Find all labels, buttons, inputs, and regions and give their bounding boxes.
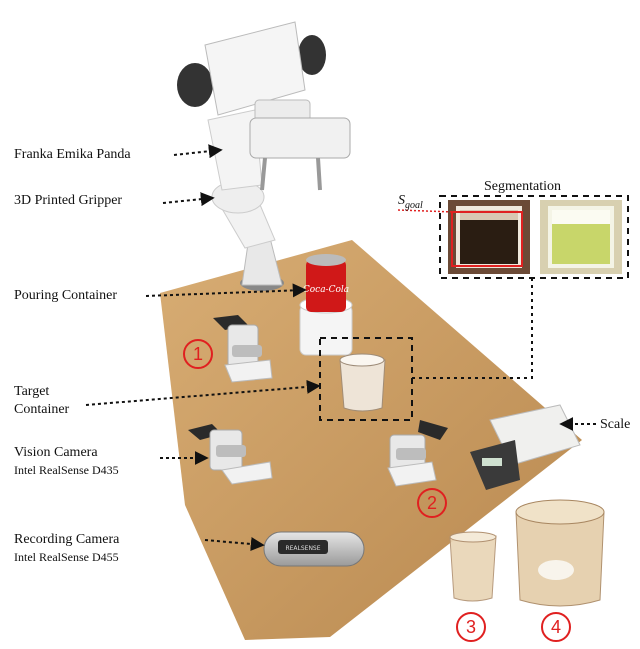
label-recording-camera-model: Intel RealSense D455 bbox=[14, 550, 119, 564]
pouring-container: Coca-Cola bbox=[299, 254, 353, 356]
marker-1: 1 bbox=[183, 339, 213, 369]
gripper-arrow bbox=[162, 192, 215, 207]
segmentation-box bbox=[439, 195, 629, 279]
target-container bbox=[339, 353, 386, 412]
marker-2: 2 bbox=[417, 488, 447, 518]
segmentation-image-beer bbox=[540, 200, 622, 274]
label-segmentation: Segmentation bbox=[484, 179, 561, 194]
label-recording-camera: Recording Camera bbox=[14, 532, 120, 547]
tripod-camera-2 bbox=[387, 420, 448, 487]
target-arrow bbox=[85, 379, 321, 406]
recording-camera-device: REALSENSE bbox=[263, 531, 365, 567]
robot-arrow bbox=[173, 144, 223, 159]
svg-text:Coca-Cola: Coca-Cola bbox=[303, 285, 349, 295]
robot-arm bbox=[177, 21, 351, 291]
label-vision-camera: Vision Camera bbox=[14, 445, 98, 460]
label-s-goal: Sgoal bbox=[398, 193, 423, 213]
svg-text:REALSENSE: REALSENSE bbox=[285, 545, 320, 552]
marker-4: 4 bbox=[541, 612, 571, 642]
pouring-arrow bbox=[145, 283, 307, 298]
marker-3: 3 bbox=[456, 612, 486, 642]
table-surface bbox=[160, 240, 582, 640]
label-pouring-container: Pouring Container bbox=[14, 288, 118, 303]
label-vision-camera-model: Intel RealSense D435 bbox=[14, 463, 119, 477]
s-goal-subscript: goal bbox=[405, 199, 423, 211]
s-goal-main: S bbox=[398, 193, 405, 208]
s-goal-dotted-line bbox=[397, 209, 455, 213]
beaker-small bbox=[449, 531, 497, 602]
label-target-line2: Container bbox=[14, 402, 70, 417]
segmentation-image-dark bbox=[448, 200, 530, 274]
label-scale: Scale bbox=[600, 417, 631, 432]
label-robot: Franka Emika Panda bbox=[14, 147, 131, 162]
tripod-camera-vision bbox=[188, 424, 273, 485]
label-gripper: 3D Printed Gripper bbox=[14, 193, 123, 208]
tripod-camera-1 bbox=[213, 315, 273, 383]
scale bbox=[470, 404, 581, 490]
target-to-segmentation-connector bbox=[412, 278, 533, 379]
label-target-line1: Target bbox=[14, 384, 50, 399]
container-large bbox=[515, 499, 605, 607]
